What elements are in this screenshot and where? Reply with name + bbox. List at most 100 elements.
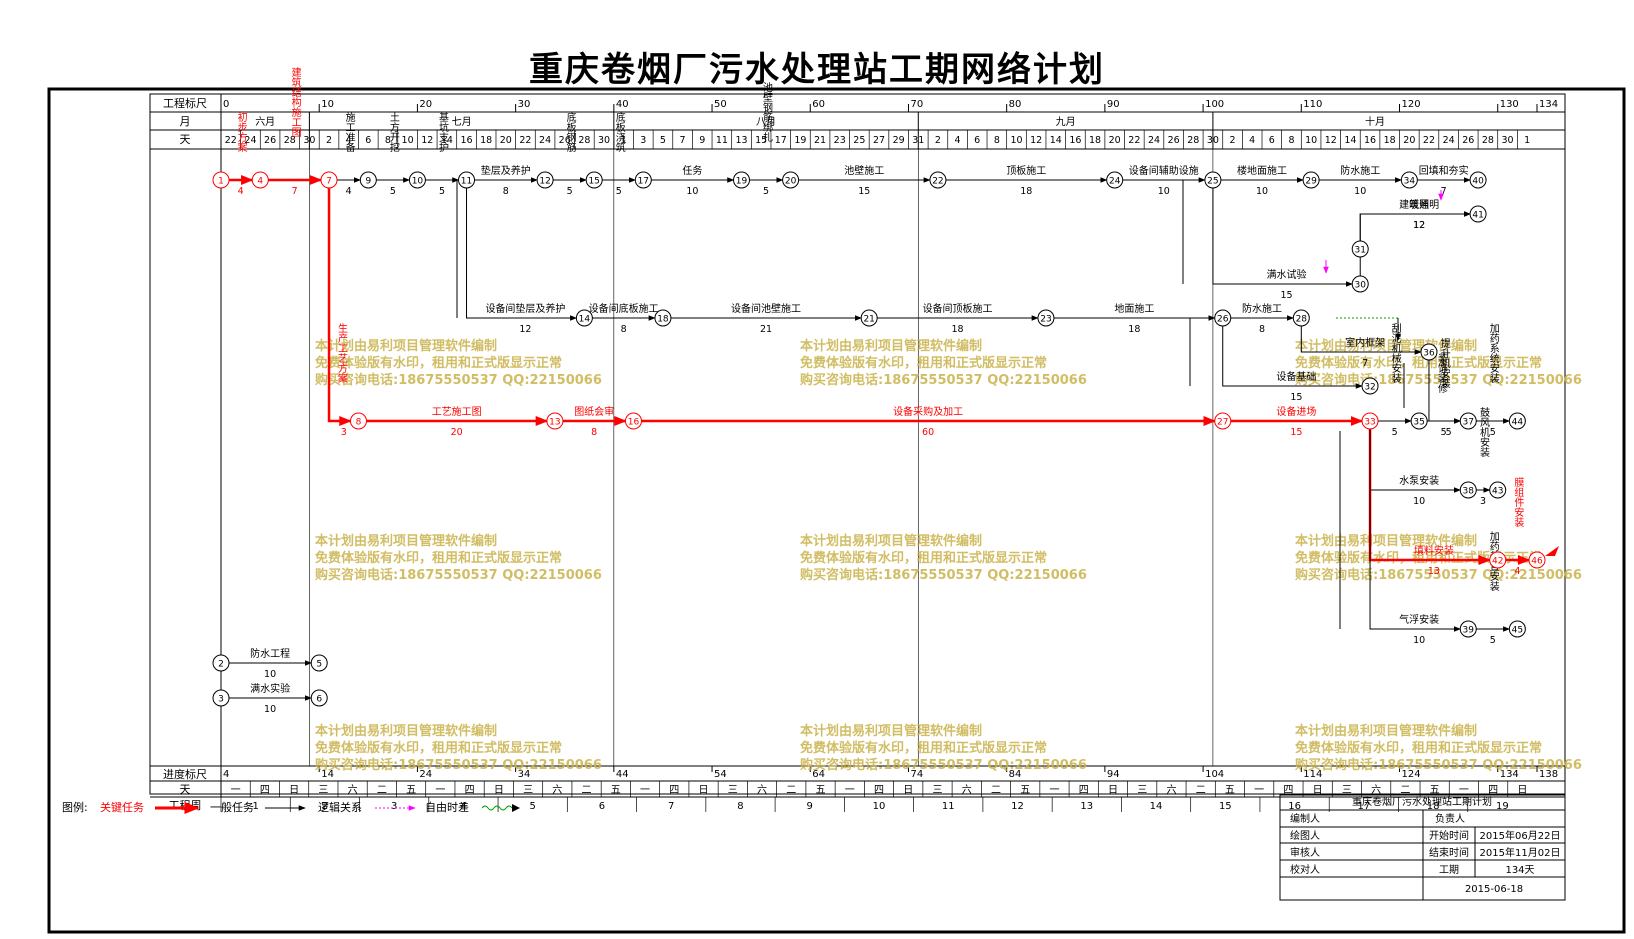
day-cell: 1 bbox=[621, 135, 627, 146]
task-duration: 12 bbox=[1413, 220, 1425, 231]
day-cell: 6 bbox=[365, 135, 371, 146]
week-cell: 13 bbox=[1080, 801, 1093, 812]
scale-tick-label: 110 bbox=[1303, 99, 1322, 110]
info-end-label: 结束时间 bbox=[1429, 846, 1469, 859]
day-cell: 8 bbox=[994, 135, 1000, 146]
event-node-id: 34 bbox=[1404, 177, 1416, 187]
task-duration: 21 bbox=[760, 324, 772, 335]
weekday-cell: 日 bbox=[494, 785, 504, 796]
event-node bbox=[1528, 551, 1546, 569]
event-node bbox=[359, 171, 377, 189]
weekday-cell: 四 bbox=[465, 785, 475, 796]
task-arrow bbox=[327, 188, 352, 426]
day-cell: 21 bbox=[814, 135, 826, 146]
event-node-id: 45 bbox=[1512, 626, 1523, 636]
week-cell: 14 bbox=[1150, 801, 1163, 812]
event-node bbox=[212, 689, 230, 707]
day-cell: 14 bbox=[441, 135, 453, 146]
event-node-id: 8 bbox=[356, 418, 362, 428]
event-node bbox=[654, 309, 672, 327]
watermark-text: 免费体验版有水印，租用和正式版显示正常 bbox=[1295, 740, 1542, 756]
watermark-text: 本计划由易利项目管理软件编制 bbox=[800, 723, 982, 739]
task-duration: 10 bbox=[1256, 186, 1268, 197]
weekday-cell: 四 bbox=[1283, 785, 1293, 796]
event-node-id: 4 bbox=[257, 177, 263, 187]
day-cell: 17 bbox=[775, 135, 787, 146]
day-cell: 6 bbox=[974, 135, 980, 146]
day-cell: 29 bbox=[893, 135, 905, 146]
outer-frame bbox=[47, 87, 1626, 934]
watermark-text: 购买咨询电话:18675550537 QQ:22150066 bbox=[800, 372, 1087, 388]
day-cell: 18 bbox=[1089, 135, 1101, 146]
scale-tick-label: 80 bbox=[1009, 99, 1022, 110]
task-duration: 10 bbox=[1158, 186, 1170, 197]
day-cell: 12 bbox=[421, 135, 433, 146]
day-cell: 20 bbox=[1109, 135, 1121, 146]
week-cell: 1 bbox=[252, 801, 258, 812]
task-duration: 4 bbox=[1514, 566, 1520, 577]
event-node-id: 14 bbox=[579, 315, 591, 325]
info-date: 2015-06-18 bbox=[1465, 884, 1523, 895]
footer-day-row-label: 天 bbox=[180, 783, 191, 796]
event-node-id: 10 bbox=[412, 177, 424, 187]
event-node bbox=[1106, 171, 1124, 189]
legend-logic-label: 逻辑关系 bbox=[318, 800, 362, 814]
task-name: 生产工艺方案 bbox=[336, 322, 348, 384]
weekday-cell: 三 bbox=[1137, 785, 1147, 796]
weekday-cell: 二 bbox=[1400, 785, 1410, 796]
event-node-id: 26 bbox=[1217, 315, 1229, 325]
task-name: 工艺施工图 bbox=[432, 405, 482, 418]
watermark-text: 购买咨询电话:18675550537 QQ:22150066 bbox=[315, 757, 602, 773]
day-cell: 28 bbox=[1187, 135, 1199, 146]
task-duration: 10 bbox=[264, 704, 276, 715]
task-name: 防水施工 bbox=[1242, 302, 1282, 315]
scale-row-label: 工程标尺 bbox=[163, 96, 207, 110]
task-name: 设备进场 bbox=[1276, 405, 1316, 418]
task-duration: 7 bbox=[1362, 358, 1368, 369]
task-name: 暖通 bbox=[1409, 198, 1429, 211]
progress-tick-label: 94 bbox=[1107, 769, 1120, 780]
day-cell: 28 bbox=[1482, 135, 1494, 146]
scale-tick-label: 60 bbox=[812, 99, 825, 110]
day-cell: 16 bbox=[1364, 135, 1376, 146]
task-duration: 5 bbox=[1490, 635, 1496, 646]
progress-tick-label: 114 bbox=[1303, 769, 1322, 780]
event-node-id: 21 bbox=[863, 315, 874, 325]
weekday-cell: 三 bbox=[523, 785, 533, 796]
weekday-cell: 四 bbox=[669, 785, 679, 796]
week-cell: 12 bbox=[1011, 801, 1024, 812]
event-node-id: 41 bbox=[1472, 211, 1483, 221]
task-duration: 15 bbox=[1281, 290, 1293, 301]
event-node bbox=[1459, 481, 1477, 499]
task-duration: 3 bbox=[341, 427, 347, 438]
day-cell: 16 bbox=[460, 135, 472, 146]
event-node-id: 9 bbox=[365, 177, 371, 187]
day-cell: 2 bbox=[935, 135, 941, 146]
task-duration: 7 bbox=[1441, 186, 1447, 197]
task-duration: 10 bbox=[1413, 635, 1425, 646]
weekday-cell: 六 bbox=[348, 784, 358, 796]
weekday-cell: 二 bbox=[582, 785, 592, 796]
progress-tick-label: 134 bbox=[1500, 769, 1519, 780]
event-node-id: 18 bbox=[657, 315, 669, 325]
event-node bbox=[929, 171, 947, 189]
day-cell: 20 bbox=[1403, 135, 1415, 146]
scale-tick-label: 10 bbox=[321, 99, 334, 110]
event-node bbox=[536, 171, 554, 189]
day-cell: 26 bbox=[1462, 135, 1474, 146]
task-name: 池壁施工 bbox=[844, 164, 884, 177]
weekday-cell: 四 bbox=[1488, 785, 1498, 796]
page-title: 重庆卷烟厂污水处理站工期网络计划 bbox=[529, 50, 1105, 90]
event-node bbox=[408, 171, 426, 189]
event-node-id: 1 bbox=[218, 177, 224, 187]
watermark-text: 本计划由易利项目管理软件编制 bbox=[1295, 723, 1477, 739]
weekday-cell: 四 bbox=[260, 785, 270, 796]
event-node bbox=[782, 171, 800, 189]
task-name: 填料安装 bbox=[1414, 544, 1454, 557]
event-node-id: 5 bbox=[316, 660, 322, 670]
event-node-id: 30 bbox=[1354, 281, 1366, 291]
task-duration: 5 bbox=[1446, 427, 1452, 438]
scale-tick-label: 30 bbox=[518, 99, 531, 110]
